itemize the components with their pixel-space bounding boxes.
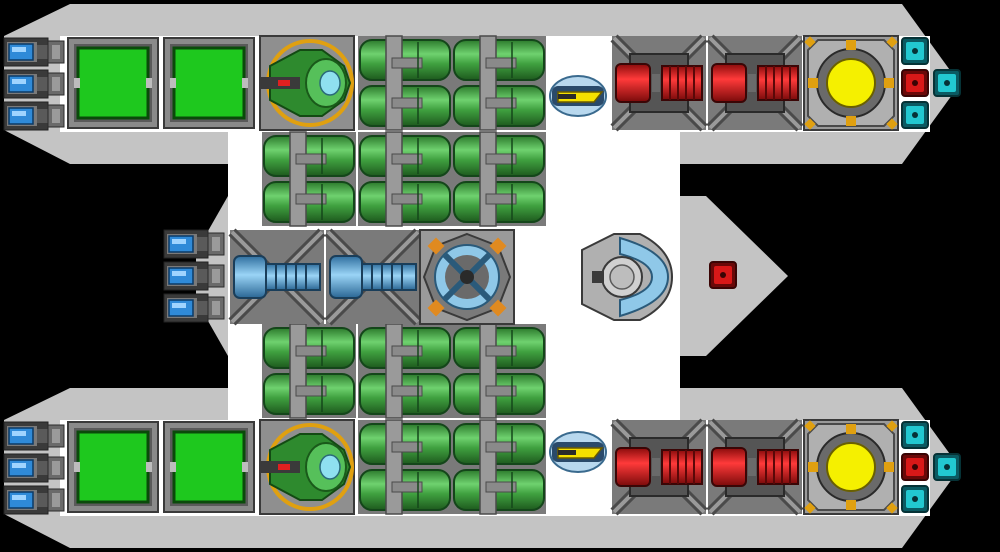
ion-engine[interactable] bbox=[326, 230, 420, 324]
point-defense-node[interactable] bbox=[933, 69, 961, 97]
cargo-bay[interactable] bbox=[162, 420, 256, 514]
fuel-tank[interactable] bbox=[357, 419, 453, 515]
thruster-pod[interactable] bbox=[163, 293, 225, 323]
point-defense-node[interactable] bbox=[933, 453, 961, 481]
fuel-tank[interactable] bbox=[451, 131, 547, 227]
point-defense-node[interactable] bbox=[901, 485, 929, 513]
ion-engine[interactable] bbox=[230, 230, 324, 324]
heavy-cannon[interactable] bbox=[612, 36, 706, 130]
thruster-group-bottom bbox=[3, 421, 65, 515]
small-laser[interactable] bbox=[549, 75, 607, 117]
targeting-beacon[interactable] bbox=[709, 261, 737, 289]
fuel-tank[interactable] bbox=[451, 35, 547, 131]
small-laser[interactable] bbox=[549, 431, 607, 473]
fuel-tank[interactable] bbox=[451, 419, 547, 515]
heavy-cannon[interactable] bbox=[708, 420, 802, 514]
point-defense-node[interactable] bbox=[901, 37, 929, 65]
reactor-core[interactable] bbox=[803, 419, 899, 515]
heavy-cannon[interactable] bbox=[612, 420, 706, 514]
armored-cockpit[interactable] bbox=[580, 230, 674, 324]
point-defense-node[interactable] bbox=[901, 453, 929, 481]
shield-generator[interactable] bbox=[419, 229, 515, 325]
cargo-bay[interactable] bbox=[162, 36, 256, 130]
thruster-pod[interactable] bbox=[3, 485, 65, 515]
thruster-pod[interactable] bbox=[3, 453, 65, 483]
thruster-group-top bbox=[3, 37, 65, 131]
cargo-bay[interactable] bbox=[66, 36, 160, 130]
cargo-bay[interactable] bbox=[66, 420, 160, 514]
fuel-tank[interactable] bbox=[261, 323, 357, 419]
thruster-pod[interactable] bbox=[163, 261, 225, 291]
fuel-tank[interactable] bbox=[357, 35, 453, 131]
fuel-tank[interactable] bbox=[261, 131, 357, 227]
reactor-core[interactable] bbox=[803, 35, 899, 131]
thruster-group-middle bbox=[163, 229, 225, 323]
fighter-hangar[interactable] bbox=[258, 34, 356, 132]
thruster-pod[interactable] bbox=[3, 37, 65, 67]
thruster-pod[interactable] bbox=[3, 101, 65, 131]
heavy-cannon[interactable] bbox=[708, 36, 802, 130]
point-defense-node[interactable] bbox=[901, 69, 929, 97]
fighter-hangar[interactable] bbox=[258, 418, 356, 516]
thruster-pod[interactable] bbox=[3, 69, 65, 99]
fuel-tank[interactable] bbox=[357, 131, 453, 227]
point-defense-node[interactable] bbox=[901, 421, 929, 449]
point-defense-node[interactable] bbox=[901, 101, 929, 129]
thruster-pod[interactable] bbox=[163, 229, 225, 259]
fuel-tank[interactable] bbox=[451, 323, 547, 419]
fuel-tank[interactable] bbox=[357, 323, 453, 419]
thruster-pod[interactable] bbox=[3, 421, 65, 451]
